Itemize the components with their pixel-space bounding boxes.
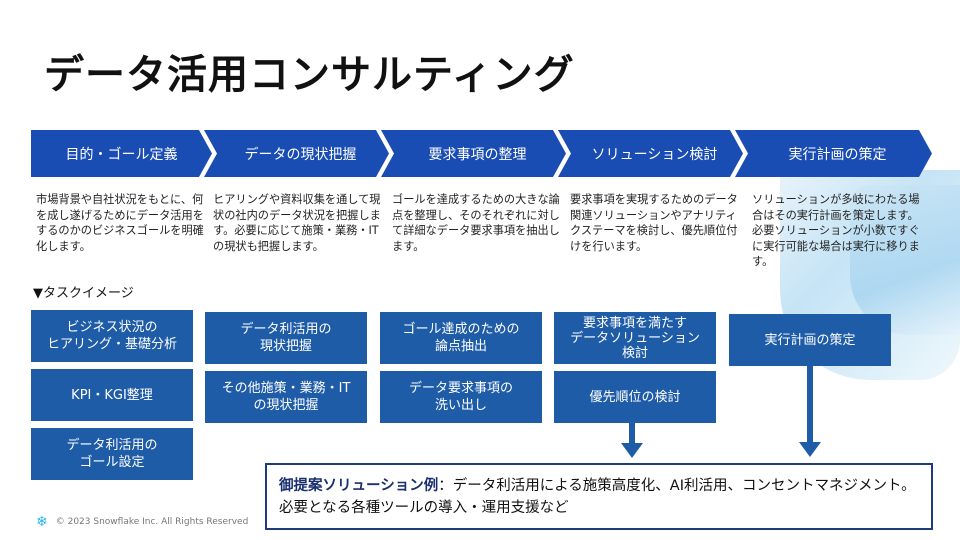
proposed-solution-box: 御提案ソリューション例：データ利活用による施策高度化、AI利活用、コンセントマネ… xyxy=(265,463,933,530)
task-box: その他施策・業務・IT の現状把握 xyxy=(205,371,367,423)
solution-text: データ利活用による施策高度化、AI利活用、コンセントマネジメント。必要となる各種… xyxy=(279,478,916,516)
step-label: 要求事項の整理 xyxy=(428,146,527,163)
task-image-heading: ▼タスクイメージ xyxy=(33,286,134,301)
page-title: データ活用コンサルティング xyxy=(44,52,575,98)
down-arrow-icon xyxy=(799,366,821,457)
step-description-3: ゴールを達成するための大きな論点を整理し、そのそれぞれに対して詳細なデータ要求事… xyxy=(392,193,560,253)
task-box: ビジネス状況の ヒアリング・基礎分析 xyxy=(31,310,193,362)
task-box: ゴール達成のための 論点抽出 xyxy=(380,312,542,364)
step-description-5: ソリューションが多岐にわたる場合はその実行計画を策定します。必要ソリューションが… xyxy=(752,193,920,268)
snowflake-icon: ❄ xyxy=(36,514,48,530)
task-box: データ利活用の 現状把握 xyxy=(205,312,367,364)
step-label: 実行計画の策定 xyxy=(788,146,887,163)
step-label: ソリューション検討 xyxy=(591,146,718,163)
step-chevron-5: 実行計画の策定 xyxy=(735,130,932,177)
solution-separator: ： xyxy=(438,478,453,494)
copyright-text: © 2023 Snowflake Inc. All Rights Reserve… xyxy=(55,517,249,527)
footer: ❄ © 2023 Snowflake Inc. All Rights Reser… xyxy=(36,514,248,530)
task-box: データ利活用の ゴール設定 xyxy=(31,428,193,480)
task-box: 要求事項を満たす データソリューション 検討 xyxy=(554,312,716,364)
decorative-background-shape-inner xyxy=(850,185,960,335)
step-description-4: 要求事項を実現するためのデータ関連ソリューションやアナリティクステーマを検討し、… xyxy=(570,193,738,253)
step-label: 目的・ゴール定義 xyxy=(65,146,178,163)
step-description-1: 市場背景や自社状況をもとに、何を成し遂げるためにデータ活用をするのかのビジネスゴ… xyxy=(36,193,204,253)
step-chevron-4: ソリューション検討 xyxy=(558,130,743,177)
step-description-2: ヒアリングや資料収集を通して現状の社内のデータ状況を把握します。必要に応じて施策… xyxy=(213,193,381,253)
step-chevron-3: 要求事項の整理 xyxy=(381,130,566,177)
task-box: KPI・KGI整理 xyxy=(31,369,193,421)
step-chevron-2: データの現状把握 xyxy=(204,130,389,177)
step-chevron-1: 目的・ゴール定義 xyxy=(31,130,212,177)
task-box: 実行計画の策定 xyxy=(729,314,891,366)
down-arrow-icon xyxy=(621,423,643,458)
task-box: 優先順位の検討 xyxy=(554,371,716,423)
step-label: データの現状把握 xyxy=(244,146,357,163)
solution-label: 御提案ソリューション例 xyxy=(279,478,439,494)
task-box: データ要求事項の 洗い出し xyxy=(380,371,542,423)
